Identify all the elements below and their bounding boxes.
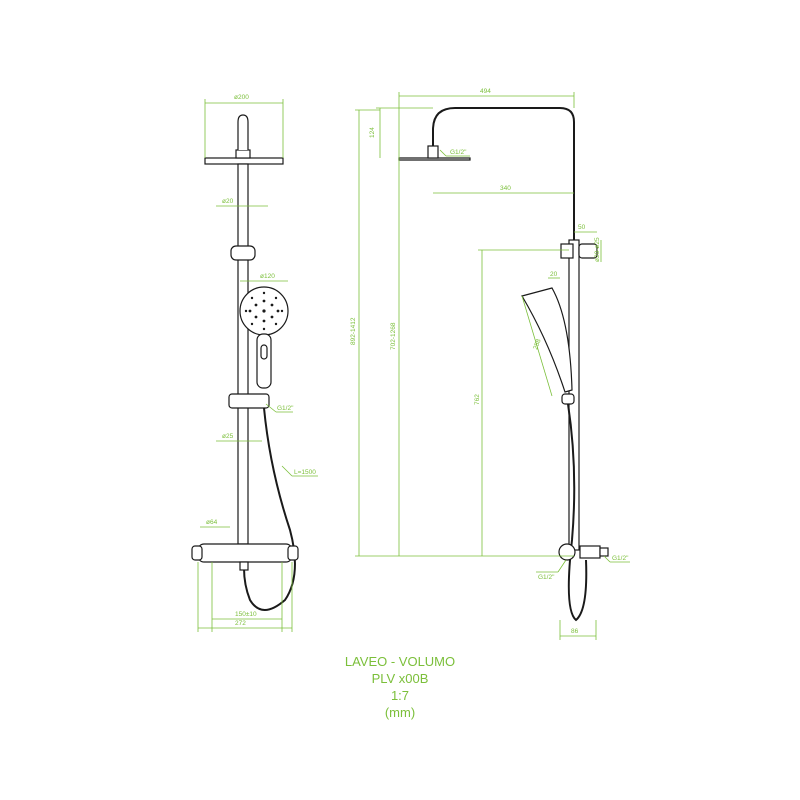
- dim-bracket-diameter: ø20-ø25: [594, 237, 601, 262]
- hand-shower-button: [260, 344, 268, 360]
- dim-holder-height: 762: [474, 394, 481, 405]
- thermostatic-mixer: [197, 543, 293, 563]
- dim-head-diameter: ø200: [234, 94, 249, 101]
- dim-bracket-depth: 50: [578, 224, 586, 231]
- dim-tube-diameter: ø20: [222, 198, 234, 205]
- front-view: ø200 ø20 ø120 G1/2" ø25 L=1500 ø64 150±1…: [191, 94, 318, 632]
- overhead-shower-head: [204, 157, 284, 165]
- shower-rail: [237, 163, 249, 545]
- wall-bracket: [230, 245, 256, 261]
- hand-shower-nozzles: [244, 291, 284, 331]
- dim-arm-reach: 340: [500, 185, 511, 192]
- dim-adjustable-height: 702-1268: [390, 322, 397, 350]
- dim-arm-reach-total: 494: [480, 88, 491, 95]
- dim-head-height: 124: [369, 127, 376, 138]
- caption-model-name: LAVEO - VOLUMO: [344, 654, 456, 669]
- side-hose: [567, 403, 588, 622]
- dim-mixer-width: 272: [235, 620, 246, 627]
- dim-hose-connection: G1/2": [277, 405, 294, 412]
- head-arm-top: [237, 114, 249, 150]
- side-shower-arm: [432, 107, 575, 240]
- dim-holder-offset: 20: [550, 271, 558, 278]
- mixer-outlet: [239, 561, 249, 571]
- caption-units: (mm): [384, 705, 416, 720]
- side-mixer-knob: [558, 543, 576, 561]
- dim-mixer-diameter: ø64: [206, 519, 218, 526]
- side-hand-shower: [521, 287, 573, 393]
- dim-inlet-connection-right: G1/2": [612, 555, 629, 562]
- dim-hand-shower-diameter: ø120: [260, 273, 275, 280]
- head-connector: [235, 149, 251, 159]
- side-mixer-inlet: [579, 545, 601, 559]
- side-mixer-inlet-nut: [599, 547, 609, 557]
- dim-wall-offset: 86: [571, 628, 579, 635]
- dim-lower-tube-diameter: ø25: [222, 433, 234, 440]
- caption-scale: 1:7: [390, 688, 410, 703]
- side-bracket-body: [560, 243, 574, 259]
- side-head-connector: [427, 145, 439, 159]
- mixer-knob-right: [287, 545, 299, 561]
- slider-holder: [228, 393, 270, 409]
- dim-hand-shower-length: 258: [532, 338, 542, 351]
- side-view: 494 124 G1/2" 340 50 ø20-ø25 892-1412 70…: [350, 88, 630, 640]
- dim-hose-length: L=1500: [294, 469, 316, 476]
- dim-inlet-spacing: 150±10: [235, 611, 257, 618]
- shower-hose: [243, 407, 296, 611]
- dim-inlet-connection-left: G1/2": [538, 574, 555, 581]
- side-slider-holder: [561, 393, 575, 405]
- dim-head-connection: G1/2": [450, 149, 467, 156]
- mixer-knob-left: [191, 545, 203, 561]
- side-bracket-wall: [578, 243, 598, 259]
- dim-total-height: 892-1412: [350, 317, 357, 345]
- hand-shower-handle: [256, 333, 272, 389]
- caption-model-code: PLV x00B: [371, 671, 429, 686]
